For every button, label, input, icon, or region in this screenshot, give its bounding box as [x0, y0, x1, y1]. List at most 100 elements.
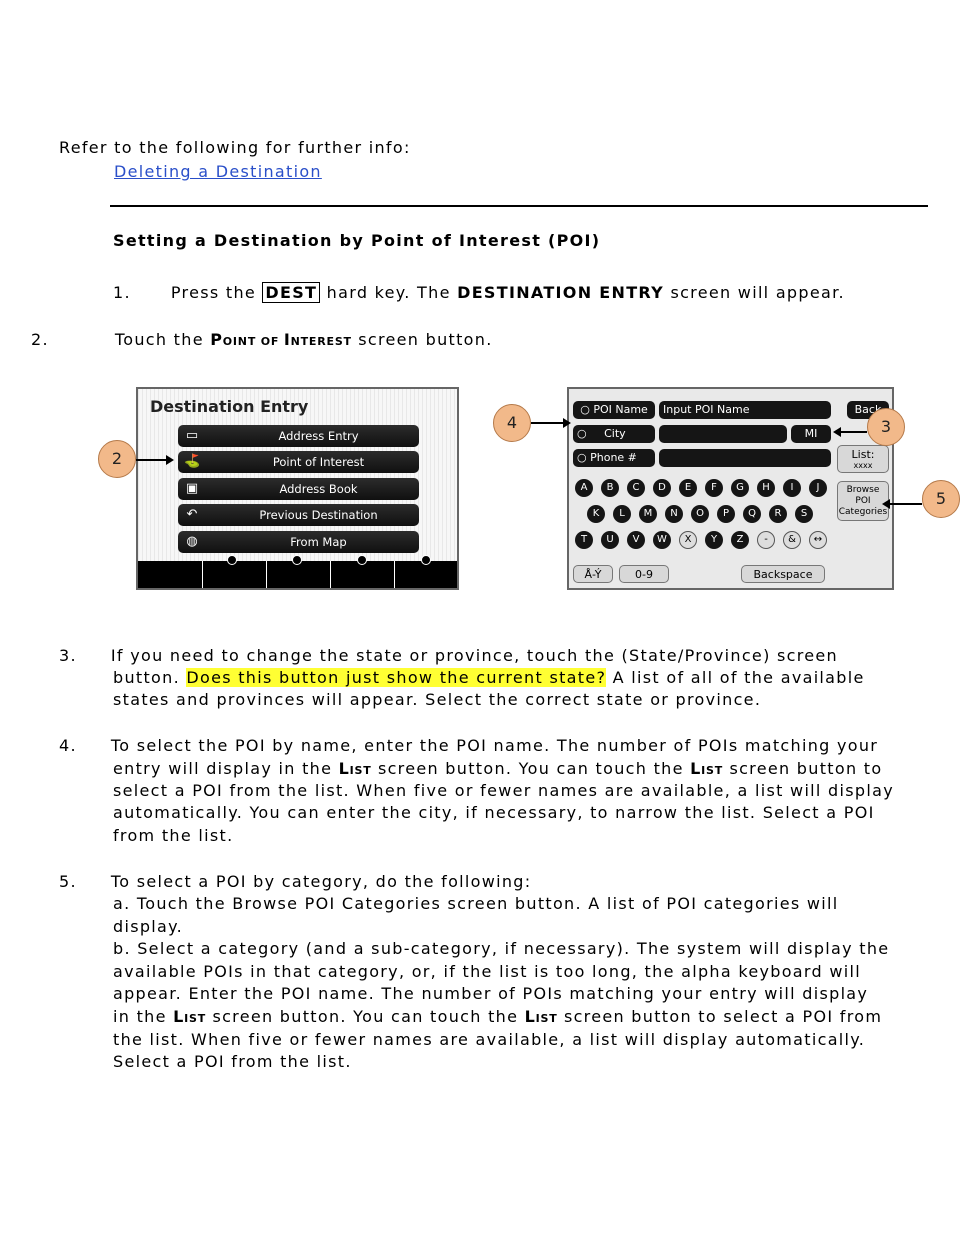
destination-entry-label: DESTINATION ENTRY [457, 283, 665, 302]
step-4-line-1: 4.To select the POI by name, enter the P… [59, 736, 879, 755]
key-t[interactable]: T [575, 531, 593, 549]
key-d[interactable]: D [653, 479, 671, 497]
key-o[interactable]: O [691, 505, 709, 523]
step-3-line-1: 3.If you need to change the state or pro… [59, 646, 838, 665]
key-h[interactable]: H [757, 479, 775, 497]
city-radio-button[interactable]: ○ City [573, 425, 655, 443]
from-map-button[interactable]: ◍ From Map [178, 531, 419, 553]
step-5-line-7: in the LIST screen button. You can touch… [113, 1007, 883, 1026]
state-province-button[interactable]: MI [791, 425, 831, 443]
key-l[interactable]: L [613, 505, 631, 523]
step-5-line-5: available POIs in that category, or, if … [113, 962, 861, 981]
list-label: LIST [690, 759, 724, 778]
list-button[interactable]: List: xxxx [837, 445, 889, 473]
step-1-number: 1. [113, 283, 131, 302]
step-5-line-8: the list. When five or fewer names are a… [113, 1030, 866, 1049]
step-4-line-2: entry will display in the LIST screen bu… [113, 759, 883, 778]
backspace-button[interactable]: Backspace [741, 565, 825, 583]
step-3-line-3: states and provinces will appear. Select… [113, 690, 762, 709]
point-of-interest-button[interactable]: ⛳ Point of Interest [178, 451, 419, 473]
soft-key-indicator[interactable] [357, 555, 367, 565]
callout-5: 5 [922, 480, 960, 518]
step-1-text-b: hard key. The [326, 283, 451, 302]
address-book-button[interactable]: ▣ Address Book [178, 478, 419, 500]
soft-key-indicator[interactable] [421, 555, 431, 565]
key-sym[interactable]: ↔ [809, 531, 827, 549]
key-u[interactable]: U [601, 531, 619, 549]
digits-button[interactable]: 0-9 [619, 565, 669, 583]
step-5-line-4: b. Select a category (and a sub-category… [113, 939, 890, 958]
section-title: Setting a Destination by Point of Intere… [113, 231, 601, 250]
step-5-line-9: Select a POI from the list. [113, 1052, 352, 1071]
key-b[interactable]: B [601, 479, 619, 497]
step-3-line-2: button. Does this button just show the c… [113, 668, 865, 687]
step-2-number: 2. [31, 330, 49, 349]
step-1: 1.Press the DEST hard key. The DESTINATI… [113, 282, 845, 303]
browse-poi-categories-button[interactable]: Browse POI Categories [837, 481, 889, 521]
key-z[interactable]: Z [731, 531, 749, 549]
list-label: LIST [524, 1007, 558, 1026]
accented-letters-button[interactable]: Å-Ý [573, 565, 613, 583]
step-5-line-6: appear. Enter the POI name. The number o… [113, 984, 869, 1003]
key-c[interactable]: C [627, 479, 645, 497]
section-divider [110, 205, 928, 207]
key-f[interactable]: F [705, 479, 723, 497]
key-sym[interactable]: & [783, 531, 801, 549]
destination-entry-title: Destination Entry [150, 397, 309, 416]
poi-name-radio-button[interactable]: ○ POI Name [573, 401, 655, 419]
phone-radio-button[interactable]: ○ Phone # [573, 449, 655, 467]
list-label: LIST [338, 759, 372, 778]
key-sym[interactable]: - [757, 531, 775, 549]
dest-hard-key: DEST [262, 282, 321, 303]
key-g[interactable]: G [731, 479, 749, 497]
point-of-interest-label: POINT OF INTEREST [210, 330, 352, 349]
callout-2-arrow [136, 455, 174, 465]
key-r[interactable]: R [769, 505, 787, 523]
poi-name-input[interactable]: Input POI Name [659, 401, 831, 419]
highlighted-question: Does this button just show the current s… [186, 668, 607, 687]
callout-5-arrow [882, 499, 922, 509]
step-1-text-c: screen will appear. [670, 283, 845, 302]
step-4-line-3: select a POI from the list. When five or… [113, 781, 894, 800]
key-p[interactable]: P [717, 505, 735, 523]
key-i[interactable]: I [783, 479, 801, 497]
radio-icon: ○ [577, 451, 591, 464]
step-4-line-4: automatically. You can enter the city, i… [113, 803, 875, 822]
key-e[interactable]: E [679, 479, 697, 497]
radio-icon: ○ [577, 427, 591, 440]
key-y[interactable]: Y [705, 531, 723, 549]
step-2: 2. Touch the POINT OF INTEREST screen but… [31, 330, 493, 349]
step-5-line-2: a. Touch the Browse POI Categories scree… [113, 894, 839, 913]
step-2-text-b: screen button. [358, 330, 493, 349]
soft-key-indicator[interactable] [227, 555, 237, 565]
address-card-icon: ▭ [185, 428, 199, 443]
key-v[interactable]: V [627, 531, 645, 549]
previous-destination-icon: ↶ [186, 507, 198, 522]
key-a[interactable]: A [575, 479, 593, 497]
key-n[interactable]: N [665, 505, 683, 523]
step-5-line-3: display. [113, 917, 184, 936]
callout-3-arrow [833, 427, 867, 437]
key-m[interactable]: M [639, 505, 657, 523]
step-2-text-a: Touch the [114, 330, 204, 349]
list-label: LIST [173, 1007, 207, 1026]
key-k[interactable]: K [587, 505, 605, 523]
key-x[interactable]: X [679, 531, 697, 549]
callout-2: 2 [98, 440, 136, 478]
refer-intro: Refer to the following for further info: [59, 138, 411, 157]
key-s[interactable]: S [795, 505, 813, 523]
address-entry-button[interactable]: ▭ Address Entry [178, 425, 419, 447]
phone-input[interactable] [659, 449, 831, 467]
previous-destination-button[interactable]: ↶ Previous Destination [178, 504, 419, 526]
poi-icon: ⛳ [184, 454, 201, 469]
key-j[interactable]: J [809, 479, 827, 497]
key-w[interactable]: W [653, 531, 671, 549]
step-5-line-1: 5.To select a POI by category, do the fo… [59, 872, 532, 891]
address-book-icon: ▣ [185, 481, 199, 496]
soft-key-indicator[interactable] [292, 555, 302, 565]
callout-4-arrow [531, 418, 571, 428]
city-input[interactable] [659, 425, 787, 443]
key-q[interactable]: Q [743, 505, 761, 523]
globe-icon: ◍ [186, 534, 198, 549]
deleting-destination-link[interactable]: Deleting a Destination [114, 162, 322, 181]
